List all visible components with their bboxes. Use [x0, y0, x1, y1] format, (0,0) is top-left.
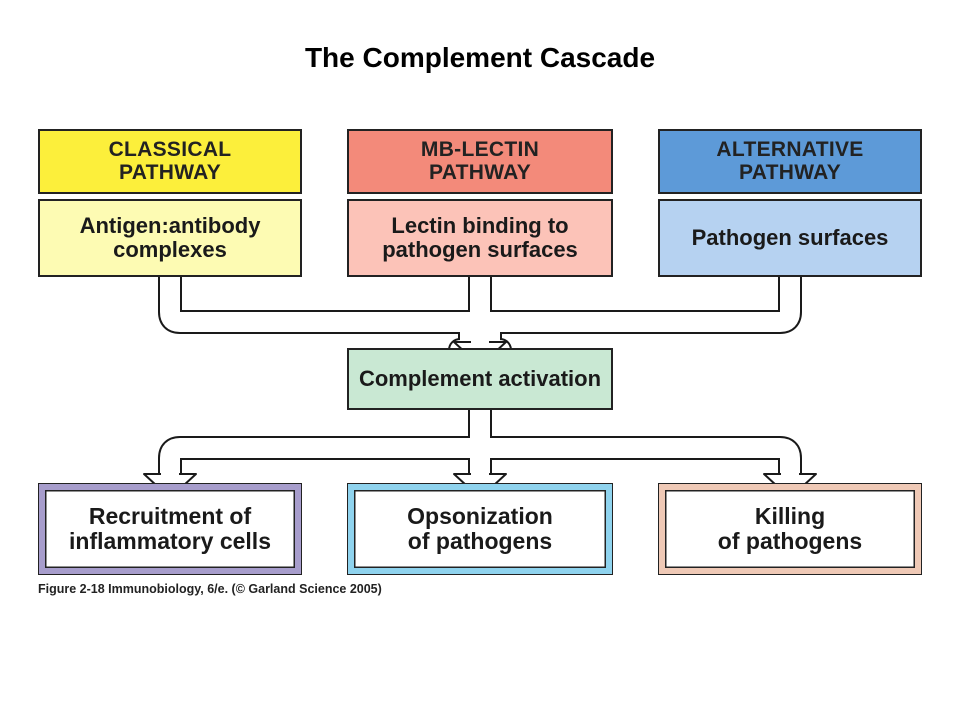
- alternative-pathway-source: Pathogen surfaces: [658, 199, 922, 277]
- classical-pathway-header: CLASSICAL PATHWAY: [38, 129, 302, 194]
- opsonization-outcome-box: Opsonization of pathogens: [347, 483, 613, 575]
- killing-outcome-box: Killing of pathogens: [658, 483, 922, 575]
- alternative-pathway-header: ALTERNATIVE PATHWAY: [658, 129, 922, 194]
- mb-lectin-pathway-source: Lectin binding to pathogen surfaces: [347, 199, 613, 277]
- mb-lectin-pathway-header: MB-LECTIN PATHWAY: [347, 129, 613, 194]
- complement-activation-box: Complement activation: [347, 348, 613, 410]
- page-title: The Complement Cascade: [304, 42, 656, 73]
- classical-pathway-source: Antigen:antibody complexes: [38, 199, 302, 277]
- recruitment-outcome-box: Recruitment of inflammatory cells: [38, 483, 302, 575]
- figure-caption: Figure 2-18 Immunobiology, 6/e. (© Garla…: [38, 582, 382, 596]
